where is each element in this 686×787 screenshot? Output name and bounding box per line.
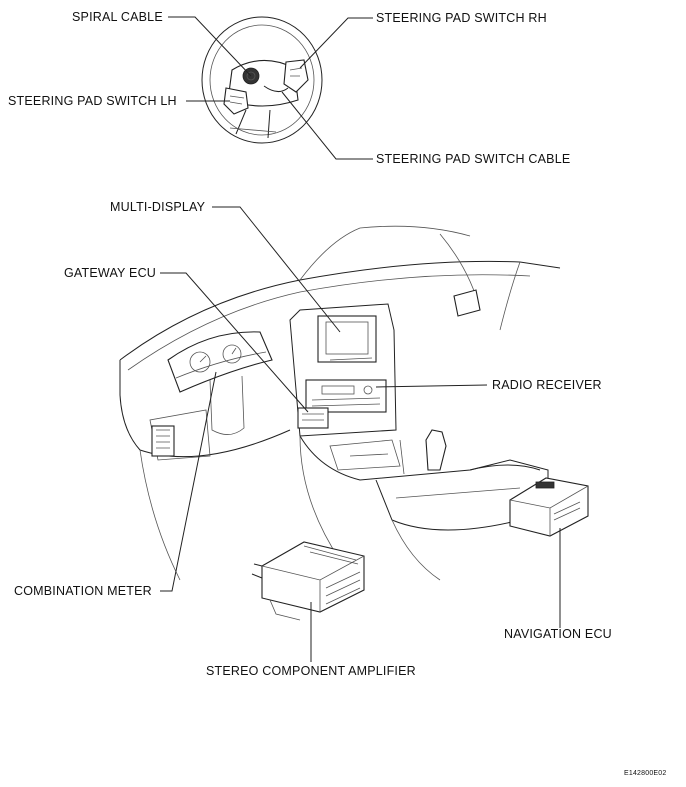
steering-wheel-illustration: [201, 16, 323, 144]
label-steering-pad-switch-rh: STEERING PAD SWITCH RH: [376, 11, 547, 25]
radio-receiver-part: [305, 379, 387, 413]
label-steering-pad-switch-cable: STEERING PAD SWITCH CABLE: [376, 152, 571, 166]
label-navigation-ecu: NAVIGATION ECU: [504, 627, 612, 641]
gateway-ecu-part: [297, 407, 329, 429]
figure-id: E142800E02: [624, 770, 667, 777]
navigation-ecu-illustration: [509, 477, 589, 537]
multi-display-part: [317, 315, 377, 363]
leader-lines: [160, 16, 561, 662]
label-multi-display: MULTI-DISPLAY: [110, 200, 206, 214]
steering-pad-switch-cable-part: [263, 85, 289, 92]
stereo-component-amplifier-illustration: [251, 541, 365, 621]
label-gateway-ecu: GATEWAY ECU: [64, 266, 157, 280]
label-spiral-cable: SPIRAL CABLE: [72, 10, 163, 24]
label-steering-pad-switch-lh: STEERING PAD SWITCH LH: [8, 94, 177, 108]
label-radio-receiver: RADIO RECEIVER: [492, 378, 602, 392]
label-stereo-component-amplifier: STEREO COMPONENT AMPLIFIER: [206, 664, 416, 678]
label-combination-meter: COMBINATION METER: [14, 584, 152, 598]
dashboard-illustration: [119, 225, 561, 581]
